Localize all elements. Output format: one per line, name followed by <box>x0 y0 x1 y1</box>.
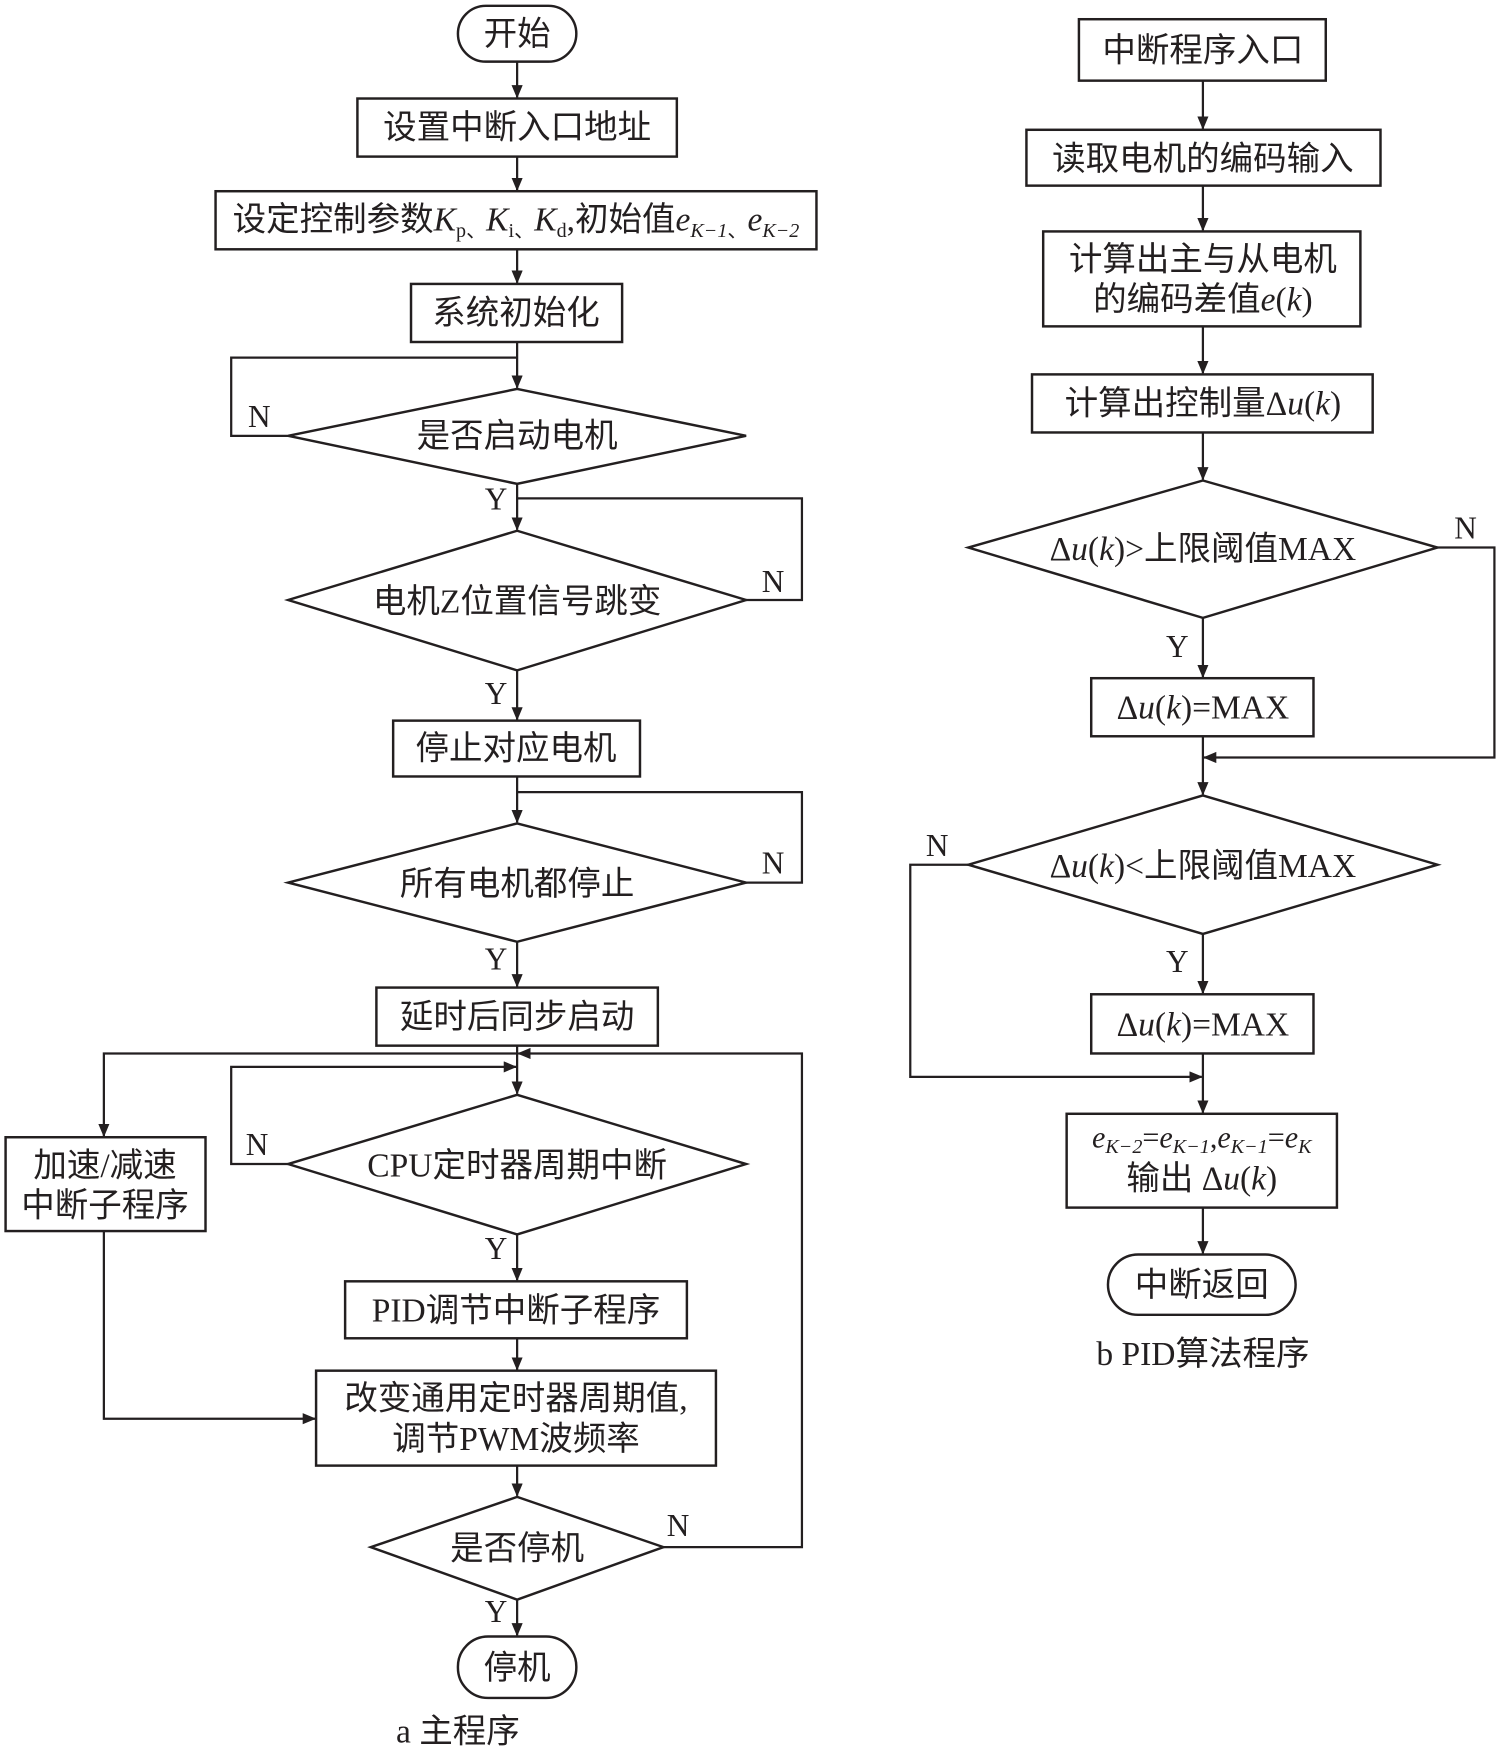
change-timer-label-1: 改变通用定时器周期值, <box>344 1381 687 1418</box>
output-label: 输出 Δu(k) <box>1126 1161 1277 1198</box>
end-terminator <box>456 1635 578 1700</box>
main-program-caption: a 主程序 <box>396 1714 520 1751</box>
cpu-timer-question: CPU定时器周期中断 <box>367 1147 667 1184</box>
start-label: 开始 <box>484 16 551 53</box>
stop-motor-label: 停止对应电机 <box>416 731 617 768</box>
update-error-label: eK−2=eK−1,eK−1=eK <box>1092 1120 1313 1158</box>
no-loop-all-stopped <box>517 790 804 884</box>
no-label: N <box>248 399 271 434</box>
no-label: N <box>762 846 785 881</box>
end-label: 停机 <box>484 1650 551 1687</box>
stop-question: 是否停机 <box>450 1530 584 1567</box>
assign-max-label-1: Δu(k)=MAX <box>1117 689 1290 726</box>
read-encoder-label: 读取电机的编码输入 <box>1052 141 1354 178</box>
main-program-flowchart: 开始 设置中断入口地址 设定控制参数Kp、Ki、Kd,初始值eK−1、eK−2 … <box>4 4 818 1751</box>
no-label: N <box>667 1508 690 1543</box>
no-label: N <box>1454 511 1477 546</box>
yes-label: Y <box>485 1231 508 1266</box>
no-loop-z-signal <box>517 497 804 602</box>
pid-subroutine-label: PID调节中断子程序 <box>372 1293 660 1330</box>
branch-to-accel <box>98 1052 518 1138</box>
accel-decel-label-1: 加速/减速 <box>33 1147 176 1184</box>
yes-label: Y <box>485 1594 508 1629</box>
set-interrupt-entry-label: 设置中断入口地址 <box>383 110 651 147</box>
pid-program-caption: b PID算法程序 <box>1096 1336 1309 1373</box>
no-loop-stop <box>517 1047 804 1549</box>
update-error-box <box>1065 1112 1339 1209</box>
delayed-sync-start-label: 延时后同步启动 <box>400 999 635 1036</box>
no-loop-cpu-timer <box>230 1061 518 1166</box>
calc-control-box <box>1030 373 1374 434</box>
calc-diff-label-2: 的编码差值e(k) <box>1093 282 1313 319</box>
pid-program-flowchart: 中断程序入口 读取电机的编码输入 计算出主与从电机 的编码差值e(k) 计算出控… <box>909 17 1496 1373</box>
set-params-label: 设定控制参数Kp、Ki、Kd,初始值eK−1、eK−2 <box>233 201 800 242</box>
lower-limit-question: Δu(k)<上限阈值MAX <box>1050 848 1357 885</box>
no-loop-start-motor <box>230 356 518 437</box>
system-init-label: 系统初始化 <box>432 295 600 332</box>
yes-label: Y <box>1166 629 1189 664</box>
yes-label: Y <box>485 482 508 517</box>
all-stopped-question: 所有电机都停止 <box>400 866 635 903</box>
return-label: 中断返回 <box>1135 1267 1269 1304</box>
no-label: N <box>926 828 949 863</box>
read-encoder-box <box>1025 128 1382 187</box>
no-label: N <box>762 564 785 599</box>
pid-subroutine-box <box>343 1280 689 1340</box>
yes-label: Y <box>1166 944 1189 979</box>
calc-diff-label-1: 计算出主与从电机 <box>1069 242 1337 279</box>
accel-to-change-timer <box>102 1231 317 1425</box>
accel-decel-box <box>4 1136 207 1233</box>
assign-max-box-1 <box>1089 676 1315 738</box>
assign-max-label-2: Δu(k)=MAX <box>1117 1007 1290 1044</box>
interrupt-entry-label: 中断程序入口 <box>1102 33 1303 70</box>
return-terminator <box>1106 1253 1297 1317</box>
no-label: N <box>246 1127 269 1162</box>
start-motor-question: 是否启动电机 <box>417 418 618 455</box>
no-path-upper <box>1202 546 1496 764</box>
z-signal-question: 电机Z位置信号跳变 <box>373 583 661 620</box>
accel-decel-label-2: 中断子程序 <box>21 1188 189 1225</box>
upper-limit-question: Δu(k)>上限阈值MAX <box>1050 531 1357 568</box>
set-interrupt-entry-box <box>356 97 679 158</box>
delayed-sync-start-box <box>375 986 660 1047</box>
no-path-lower <box>909 863 1203 1083</box>
set-params-box <box>214 189 818 251</box>
yes-label: Y <box>485 676 508 711</box>
yes-label: Y <box>485 942 508 977</box>
change-timer-box <box>314 1369 718 1467</box>
calc-diff-box <box>1041 230 1362 328</box>
change-timer-label-2: 调节PWM波频率 <box>392 1421 640 1458</box>
calc-control-label: 计算出控制量Δu(k) <box>1065 386 1341 423</box>
